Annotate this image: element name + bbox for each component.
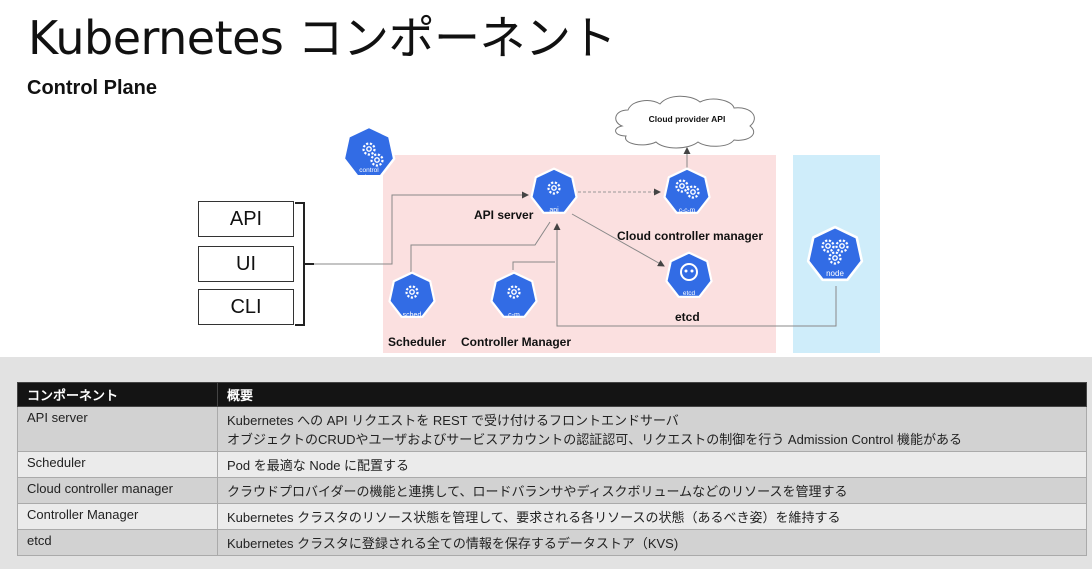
svg-text:api: api [549, 207, 559, 214]
node-to-api-line [553, 223, 837, 327]
table-row: Controller Manager Kubernetes クラスタのリソース状… [17, 503, 1087, 530]
table-row: API server Kubernetes への API リクエストを REST… [17, 406, 1087, 452]
row-description-line2: オブジェクトのCRUDやユーザおよびサービスアカウントの認証認可、リクエストの制… [227, 432, 963, 447]
svg-text:etcd: etcd [683, 290, 696, 297]
cm-to-api-line [512, 261, 555, 270]
row-description: Kubernetes クラスタのリソース状態を管理して、要求される各リソースの状… [217, 503, 1087, 530]
row-name: Scheduler [17, 451, 218, 478]
row-description: クラウドプロバイダーの機能と連携して、ロードバランサやディスクボリュームなどのリ… [217, 477, 1087, 504]
client-api-box: API [198, 201, 294, 237]
table-row: etcd Kubernetes クラスタに登録される全ての情報を保存するデータス… [17, 529, 1087, 556]
etcd-icon: etcd [665, 251, 713, 298]
client-to-api-line [314, 191, 529, 265]
control-plane-area [383, 155, 776, 353]
api-to-etcd-line [571, 213, 665, 267]
row-name: API server [17, 406, 218, 452]
component-table: コンポーネント 概要 API server Kubernetes への API … [17, 382, 1087, 556]
client-cli-box: CLI [198, 289, 294, 325]
ccm-label: Cloud controller manager [617, 229, 764, 243]
cloud-controller-manager-icon: c-c-m [663, 167, 711, 214]
svg-text:c-c-m: c-c-m [679, 207, 695, 214]
row-description: Kubernetes への API リクエストを REST で受け付けるフロント… [217, 406, 1087, 452]
controller-manager-icon: c-m [490, 271, 538, 319]
table-header-row: コンポーネント 概要 [17, 382, 1087, 407]
client-ui-box: UI [198, 246, 294, 282]
row-description: Kubernetes クラスタに登録される全ての情報を保存するデータストア（KV… [217, 529, 1087, 556]
header-summary: 概要 [217, 382, 1087, 407]
row-name: etcd [17, 529, 218, 556]
svg-text:node: node [826, 269, 844, 278]
cloud-provider-api-label: Cloud provider API [648, 114, 726, 124]
section-subtitle: Control Plane [27, 77, 158, 99]
scheduler-icon: sched [388, 271, 436, 319]
svg-text:control: control [359, 167, 379, 174]
svg-text:sched: sched [403, 312, 422, 319]
scheduler-label: Scheduler [388, 335, 447, 349]
api-server-label: API server [474, 208, 534, 222]
page-title: Kubernetes コンポーネント [28, 11, 617, 65]
header-component: コンポーネント [17, 382, 218, 407]
svg-text:plane: plane [361, 174, 377, 181]
row-description-line1: Kubernetes への API リクエストを REST で受け付けるフロント… [227, 413, 679, 428]
api-server-icon: api [530, 167, 578, 214]
controller-manager-label: Controller Manager [461, 335, 572, 349]
client-bracket [295, 202, 305, 326]
etcd-label: etcd [675, 310, 700, 324]
row-name: Cloud controller manager [17, 477, 218, 504]
row-description: Pod を最適な Node に配置する [217, 451, 1087, 478]
table-row: Cloud controller manager クラウドプロバイダーの機能と連… [17, 477, 1087, 504]
node-icon: node [806, 225, 864, 282]
sched-to-api-line [410, 221, 551, 272]
svg-text:c-m: c-m [508, 312, 520, 319]
table-row: Scheduler Pod を最適な Node に配置する [17, 451, 1087, 478]
cloud-shape [615, 95, 755, 149]
control-plane-icon: control plane [342, 125, 396, 181]
row-name: Controller Manager [17, 503, 218, 530]
